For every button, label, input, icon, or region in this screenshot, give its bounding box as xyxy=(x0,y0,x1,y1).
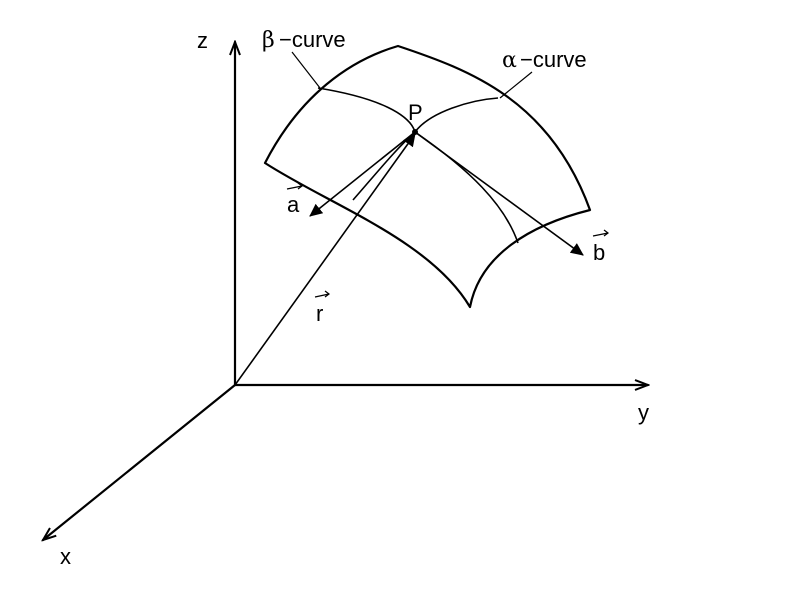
z-axis-label: z xyxy=(197,28,208,53)
alpha-curve xyxy=(352,97,499,201)
beta-symbol: β xyxy=(262,28,275,53)
beta-curve-text: −curve xyxy=(279,27,346,52)
vector-a-label: a xyxy=(286,182,303,217)
vector-b-overarrow xyxy=(592,232,609,237)
vector-b-label: b xyxy=(592,229,609,265)
vector-b-overarrow-head xyxy=(603,229,609,237)
vector-r-overarrow-head xyxy=(324,290,330,298)
vector-b-text: b xyxy=(593,240,605,265)
surface-patch xyxy=(263,44,592,309)
y-axis-label: y xyxy=(638,400,649,425)
beta-curve-leader xyxy=(291,51,321,89)
alpha-symbol: α xyxy=(502,48,517,73)
vector-a-text: a xyxy=(287,192,300,217)
beta-curve-label: β −curve xyxy=(262,27,346,53)
tangent-vector-b xyxy=(414,131,584,256)
x-axis-label: x xyxy=(60,544,71,569)
coordinate-axes xyxy=(43,42,648,540)
vector-a-overarrow-head xyxy=(297,182,303,190)
alpha-curve-leader xyxy=(499,71,533,99)
alpha-curve-text: −curve xyxy=(520,47,587,72)
vector-r-text: r xyxy=(316,301,323,326)
vector-a-overarrow xyxy=(286,185,303,190)
alpha-curve-label: α −curve xyxy=(502,47,587,73)
vector-r-overarrow xyxy=(314,293,330,298)
point-p-marker xyxy=(412,129,418,135)
position-vector-r xyxy=(234,133,416,386)
x-axis xyxy=(43,383,237,540)
tangent-vector-a xyxy=(309,131,416,217)
vector-r-label: r xyxy=(314,290,330,326)
point-p-label: P xyxy=(408,100,423,125)
